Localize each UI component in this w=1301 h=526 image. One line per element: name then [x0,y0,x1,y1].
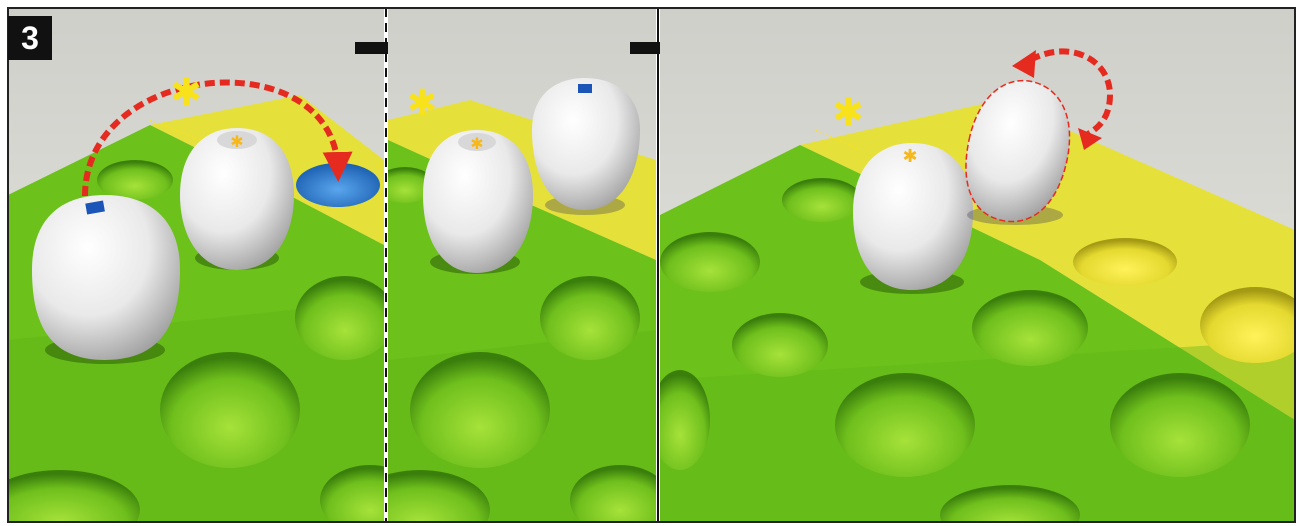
board-hole [660,232,760,292]
panel-2: ✱ ✱ [350,8,670,526]
board-hole [295,276,395,360]
board-hole [97,160,173,200]
board-hole [835,373,975,477]
target-hole-blue [296,163,380,207]
blue-marker [578,84,592,93]
star-icon: ✱ [902,146,917,167]
board-hole [732,313,828,377]
board-hole [782,178,862,222]
egg-piece-moving [32,195,180,360]
board-hole [160,352,300,468]
board-hole [1110,373,1250,477]
star-icon: ✱ [470,134,483,153]
board-hole [410,352,550,468]
board-hole [1073,238,1177,286]
step-number-badge: 3 [8,16,52,60]
star-icon: ✱ [407,83,437,124]
board-hole [540,276,640,360]
star-icon: ✱ [230,132,243,151]
star-icon: ✱ [832,90,864,134]
star-icon: ✱ [170,70,202,114]
panel-3: ✱ ✱ [650,8,1301,526]
board-hole [972,290,1088,366]
panel-1: ✱ ✱ [0,8,420,526]
